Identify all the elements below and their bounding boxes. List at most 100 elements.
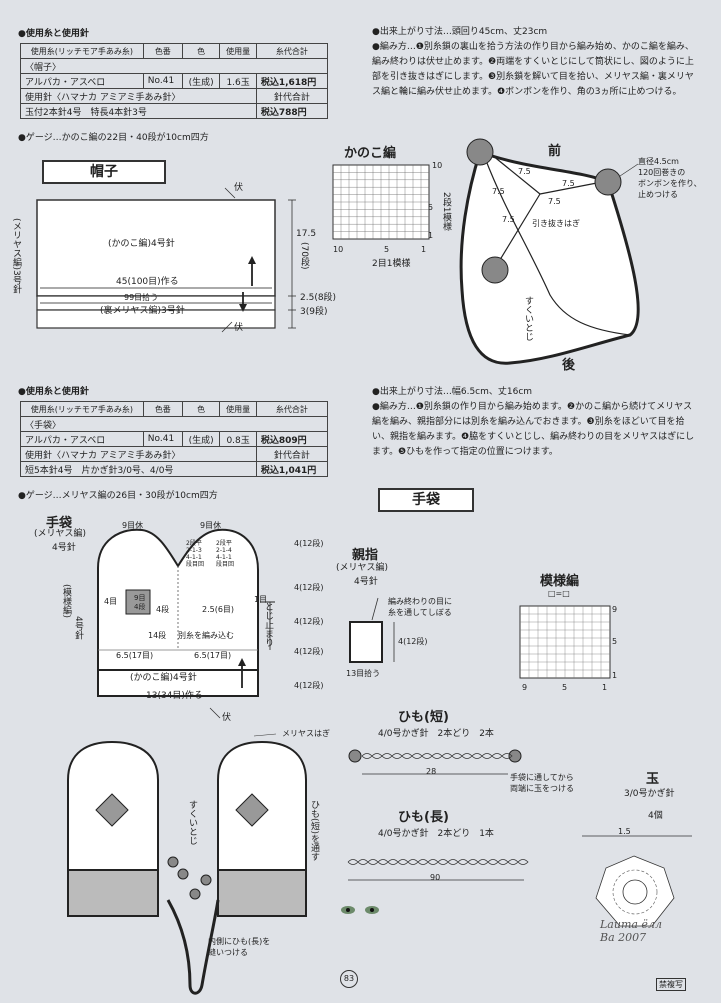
needle-price: 税込788円 [255, 103, 329, 119]
yarn-name: アルパカ・アスベロ [20, 73, 144, 89]
mitten-thumb-box: 9目 4段 [134, 594, 146, 611]
th-color-no: 色番 [142, 43, 183, 59]
pattern-row-nine: 9 [612, 605, 618, 614]
kanoko-col-ten: 10 [333, 245, 344, 254]
kanoko-row-one: 1 [428, 231, 434, 240]
mitten-diagram-needle: 4号針 [52, 543, 76, 553]
mitten-h4: 4(12段) [294, 647, 324, 656]
hat-h3: 3(9段) [300, 307, 328, 317]
thumb-pickup: 13目拾う [346, 669, 381, 678]
kanoko-col-five: 5 [384, 245, 390, 254]
finished-meriyasu-hagi: メリヤスはぎ [282, 729, 330, 738]
mitten-h1: 4(12段) [294, 539, 324, 548]
thumb-note: 編み終わりの目に 糸を通してしぼる [388, 597, 452, 617]
pattern-chart-title: 模様編 [540, 574, 580, 589]
hat-hikinuki-label: 引き抜きはぎ [532, 219, 580, 228]
yarn-amount: 0.8玉 [219, 431, 257, 447]
hat-dim-3: 7.5 [492, 187, 505, 196]
yarn-amount: 1.6玉 [219, 73, 257, 89]
hat-dim-4: 7.5 [548, 197, 561, 206]
mitten-flat-shape [97, 528, 275, 719]
category-row: 〈帽子〉 [20, 58, 328, 74]
mitten-dec-right: 2段平 2-1-4 4-1-1 段目回 [216, 540, 235, 568]
yarn-color: (生成) [181, 73, 221, 89]
pattern-chart-grid [519, 605, 611, 679]
th-yarn: 使用糸(リッチモア手あみ糸) [20, 43, 144, 59]
cord-long-drawing [347, 859, 529, 881]
ball-count: 4個 [648, 811, 663, 821]
finished-sukui: すくいとじ [187, 800, 197, 845]
mitten-bessi: 別糸を編み込む [178, 631, 234, 640]
cord-short-title: ひも(短) [398, 710, 449, 725]
cord-long-length: 90 [430, 873, 441, 882]
thumb-sub: (メリヤス編) [336, 563, 389, 573]
kanoko-chart-grid [332, 164, 430, 240]
hat-gauge: ●ゲージ…かのこ編の22目・40段が10cm四方 [18, 133, 209, 143]
pattern-chart-legend: □=□ [548, 589, 570, 598]
hat-dim-5: 7.5 [502, 215, 515, 224]
mitten-left-needle: 4号針 [73, 616, 83, 640]
hat-materials-heading: ●使用糸と使用針 [18, 29, 89, 39]
yarn-color-no: No.41 [142, 431, 183, 447]
mitten-left-label: (模様編) [61, 584, 71, 619]
mitten-finish-size: ●出来上がり寸法…幅6.5cm、丈16cm [372, 387, 533, 397]
mitten-width: 13(34目)作る [146, 691, 203, 701]
hat-section-title: 帽子 [42, 160, 166, 184]
hat-sukui-label: すくいとじ [523, 296, 533, 341]
needle-spec: 玉付2本針4号 特長4本針3号 [20, 103, 257, 119]
hat-fu-top: 伏 [234, 183, 244, 193]
kanoko-row-ten: 10 [432, 161, 443, 170]
ball-diameter: 1.5 [618, 827, 631, 836]
th-amount: 使用量 [219, 43, 257, 59]
finished-mittens-drawing [67, 733, 307, 995]
hat-kanoko-label: (かのこ編)4号針 [108, 239, 175, 249]
mitten-h2: 4(12段) [294, 583, 324, 592]
mitten-fourteen: 14段 [148, 631, 167, 640]
hat-pickup-label: 99目拾う [124, 293, 159, 302]
kanoko-repeat-sts: 2目1模様 [372, 259, 411, 269]
mitten-diagram-sub: (メリヤス編) [34, 529, 87, 539]
th-color: 色 [181, 401, 221, 417]
page-number: 83 [340, 970, 358, 988]
hat-dim-1: 7.5 [518, 167, 531, 176]
hat-front-label: 前 [548, 144, 562, 159]
needle-spec: 短5本針4号 片かぎ針3/0号、4/0号 [20, 461, 257, 477]
cord-short-drawing [348, 749, 522, 775]
ball-title: 玉 [646, 772, 660, 787]
yarn-color-no: No.41 [142, 73, 183, 89]
mitten-rest-left: 9目休 [122, 521, 144, 530]
finished-cord-note: ひも(短)を通す [309, 800, 319, 862]
yarn-price: 税込1,618円 [255, 73, 329, 89]
mitten-four-rows: 4段 [156, 605, 170, 614]
needle-total-label: 針代合計 [255, 88, 329, 104]
needle-price: 税込1,041円 [255, 461, 329, 477]
mitten-rest-right: 9目休 [200, 521, 222, 530]
hat-3d-diagram [459, 138, 640, 365]
mitten-section-title: 手袋 [378, 488, 474, 512]
th-color: 色 [181, 43, 221, 59]
kanoko-chart-title: かのこ編 [344, 146, 397, 161]
mitten-half-right: 6.5(17目) [194, 651, 232, 660]
hat-flat-diagram [36, 187, 296, 333]
cord-short-length: 28 [426, 767, 437, 776]
mitten-materials-heading: ●使用糸と使用針 [18, 387, 89, 397]
hat-materials-table: 使用糸(リッチモア手あみ糸) 色番 色 使用量 糸代合計 〈帽子〉 アルパカ・ア… [20, 43, 329, 119]
th-price: 糸代合計 [255, 43, 329, 59]
thumb-needle: 4号針 [354, 577, 378, 587]
thumb-shape [349, 597, 395, 663]
pattern-row-five: 5 [612, 637, 618, 646]
mitten-diagram-title: 手袋 [46, 516, 73, 531]
hat-left-label: (メリヤス編)3号針 [11, 218, 21, 294]
hat-back-label: 後 [562, 358, 576, 373]
yarn-color: (生成) [181, 431, 221, 447]
cord-long-title: ひも(長) [398, 810, 449, 825]
kanoko-row-five: 5 [428, 203, 434, 212]
pattern-col-one: 1 [602, 683, 608, 692]
mitten-dec-left: 2段平 2-1-3 4-1-1 段目回 [186, 540, 205, 568]
needle-label: 使用針〈ハマナカ アミアミ手あみ針〉 [20, 88, 257, 104]
cord-short-note: 手袋に通してから 両端に玉をつける [510, 773, 574, 793]
mitten-materials-table: 使用糸(リッチモア手あみ糸) 色番 色 使用量 糸代合計 〈手袋〉 アルパカ・ア… [20, 401, 329, 477]
needle-label: 使用針〈ハマナカ アミアミ手あみ針〉 [20, 446, 257, 462]
th-amount: 使用量 [219, 401, 257, 417]
hat-fu-bottom: 伏 [234, 323, 244, 333]
